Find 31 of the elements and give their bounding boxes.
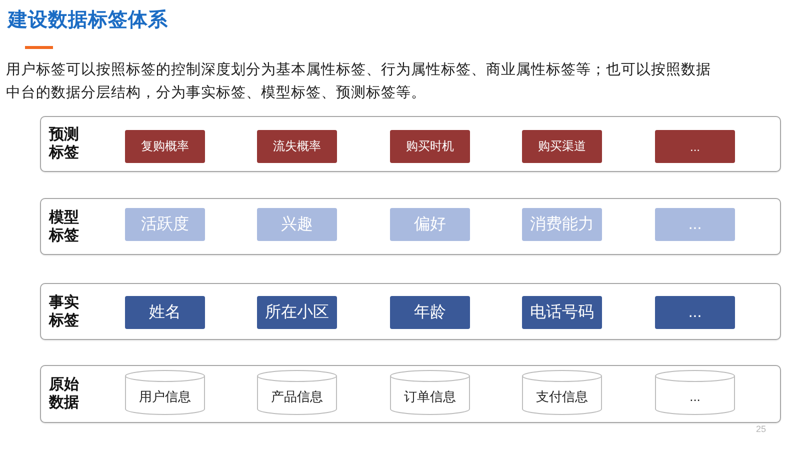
layer-panel <box>40 198 781 255</box>
tag-box: ... <box>655 296 735 329</box>
layer-heading: 模型标签 <box>49 209 80 245</box>
database-cylinder: ... <box>655 370 735 415</box>
database-cylinder: 订单信息 <box>390 370 470 415</box>
page-number: 25 <box>756 424 766 434</box>
tag-box: 偏好 <box>390 208 470 241</box>
tag-box: 活跃度 <box>125 208 205 241</box>
tag-box: 复购概率 <box>125 130 205 163</box>
layer-heading: 预测标签 <box>49 126 80 162</box>
layer-heading: 事实标签 <box>49 294 80 330</box>
tag-box: ... <box>655 208 735 241</box>
tag-box: 购买渠道 <box>522 130 602 163</box>
tag-box: 电话号码 <box>522 296 602 329</box>
tag-box: 所在小区 <box>257 296 337 329</box>
tag-box: 年龄 <box>390 296 470 329</box>
layer-panel <box>40 283 781 340</box>
tag-box: 购买时机 <box>390 130 470 163</box>
tag-box: 兴趣 <box>257 208 337 241</box>
tag-box: ... <box>655 130 735 163</box>
tag-box: 消费能力 <box>522 208 602 241</box>
tag-box: 姓名 <box>125 296 205 329</box>
database-cylinder: 产品信息 <box>257 370 337 415</box>
slide-title: 建设数据标签体系 <box>8 8 168 33</box>
intro-paragraph: 用户标签可以按照标签的控制深度划分为基本属性标签、行为属性标签、商业属性标签等；也可以按照数据中台的数据分层结构，分为事实标签、模型标签、预测标签等。 <box>6 60 712 103</box>
layer-panel <box>40 365 781 423</box>
tag-box: 流失概率 <box>257 130 337 163</box>
layer-heading: 原始数据 <box>49 376 80 412</box>
layer-panel <box>40 116 781 172</box>
database-cylinder: 用户信息 <box>125 370 205 415</box>
database-cylinder: 支付信息 <box>522 370 602 415</box>
